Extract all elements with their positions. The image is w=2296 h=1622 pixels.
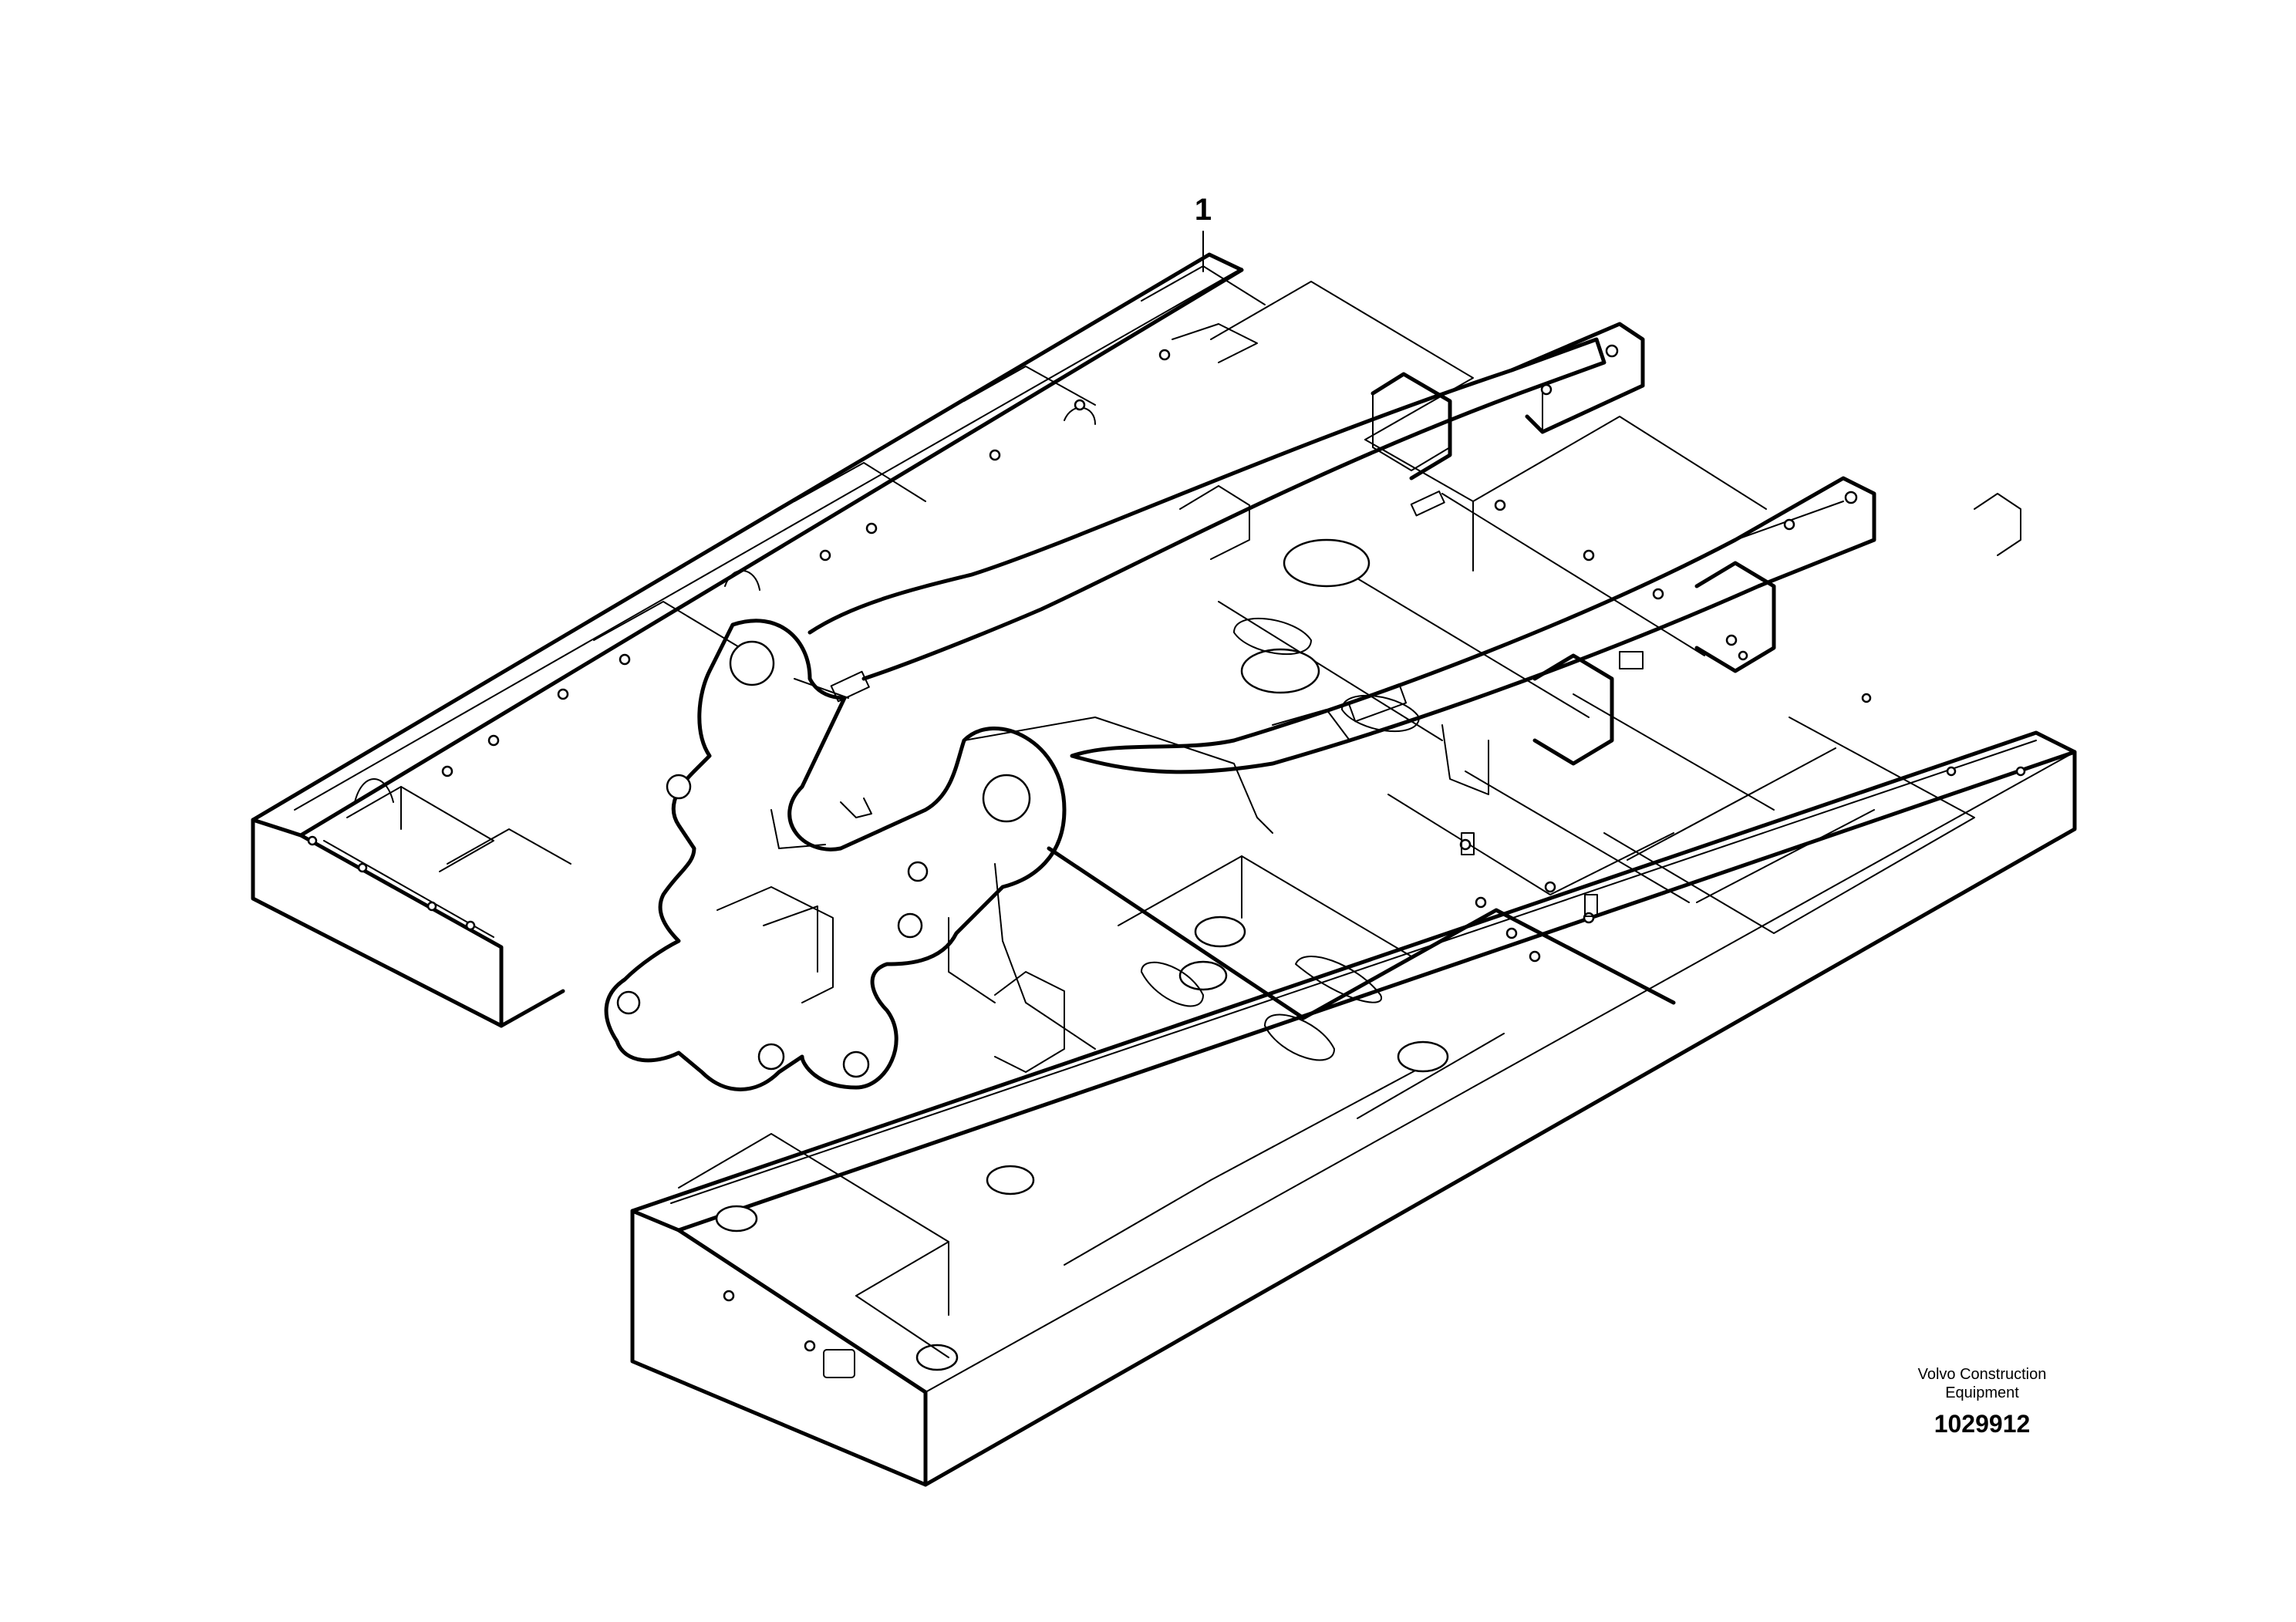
left-side-deck bbox=[251, 252, 1266, 1028]
front-rail-left bbox=[807, 322, 1645, 703]
publisher-line-1: Volvo Construction bbox=[1917, 1366, 2047, 1383]
right-side-deck bbox=[630, 650, 2077, 1487]
boom-mount bbox=[604, 619, 1273, 1091]
drawing-number: 1029912 bbox=[1934, 1410, 2031, 1438]
publisher-line-2: Equipment bbox=[1945, 1384, 2019, 1401]
publisher-name: Volvo Construction Equipment bbox=[1866, 1365, 2098, 1402]
centre-floor bbox=[1047, 493, 1775, 1073]
callout-label: 1 bbox=[1194, 193, 1212, 227]
front-rail-right bbox=[1070, 476, 1876, 774]
rear-deck bbox=[1210, 281, 1767, 733]
brackets bbox=[994, 323, 2021, 1073]
